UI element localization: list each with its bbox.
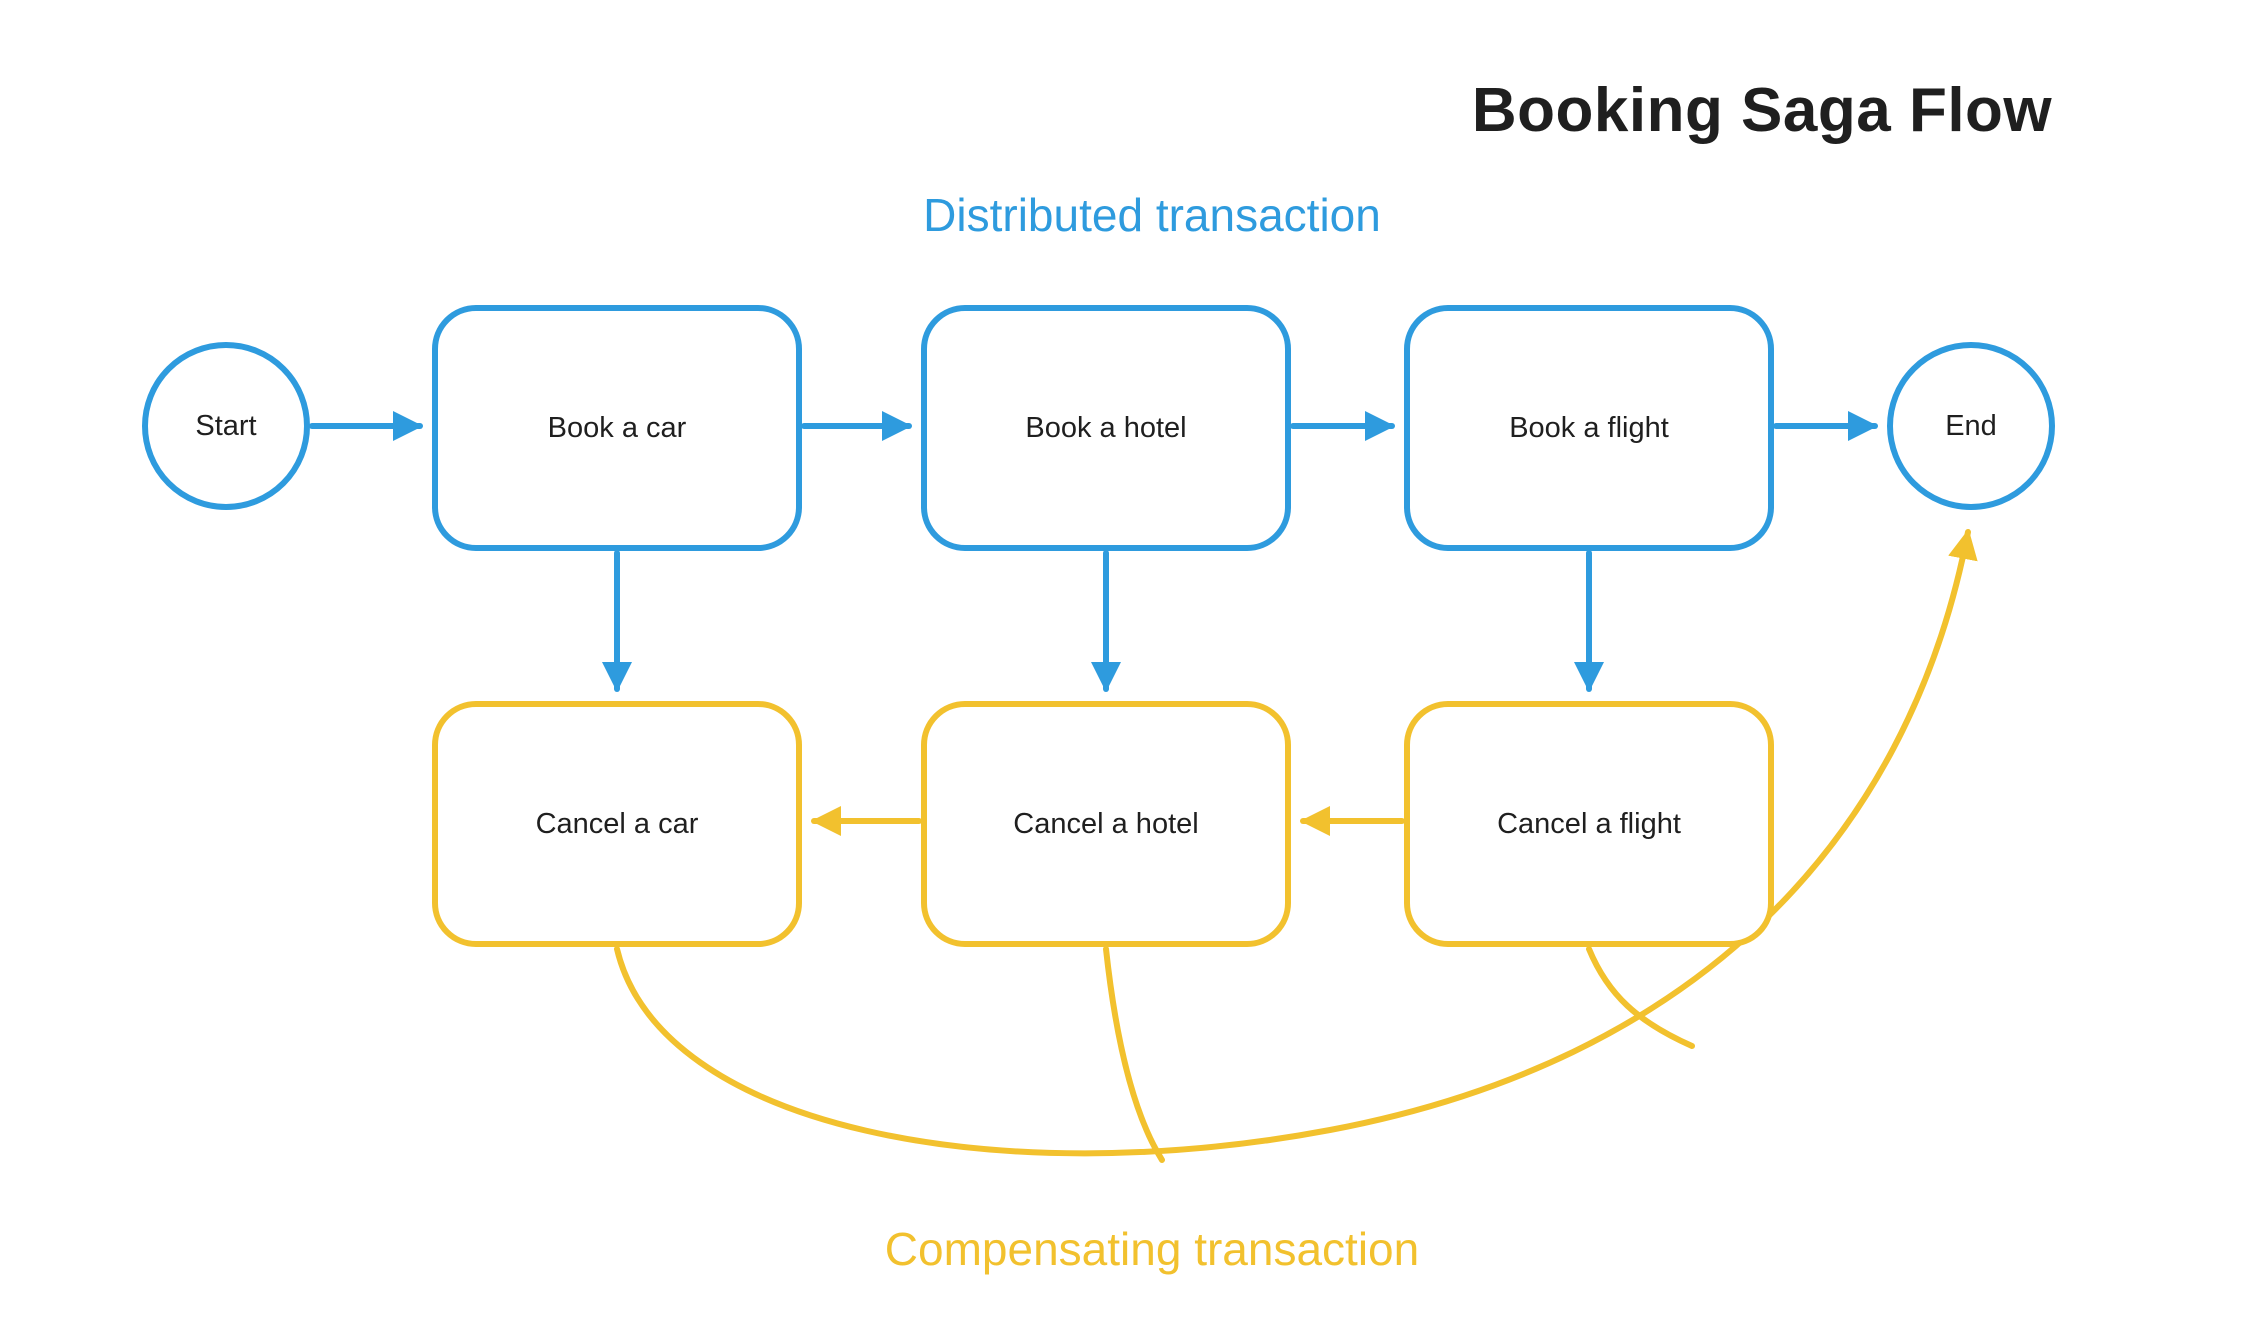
start-node-label: Start bbox=[195, 409, 257, 442]
book-hotel-label: Book a hotel bbox=[1025, 411, 1187, 444]
end-node-label: End bbox=[1945, 409, 1997, 442]
cancel-hotel-label: Cancel a hotel bbox=[1013, 807, 1199, 840]
distributed-transaction-label: Distributed transaction bbox=[923, 189, 1381, 241]
cancel-flight-node: Cancel a flight bbox=[1404, 701, 1774, 947]
cancel-hotel-node: Cancel a hotel bbox=[921, 701, 1291, 947]
book-flight-node: Book a flight bbox=[1404, 305, 1774, 551]
end-node: End bbox=[1887, 342, 2055, 510]
cancel-flight-label: Cancel a flight bbox=[1497, 807, 1681, 840]
cancel-car-node: Cancel a car bbox=[432, 701, 802, 947]
edge-cancel-hotel-to-end-branch bbox=[1103, 946, 1165, 1163]
edge-cancel-car-to-end bbox=[614, 529, 1978, 1157]
edge-cancel-flight-to-end-branch bbox=[1586, 946, 1695, 1049]
cancel-car-label: Cancel a car bbox=[535, 807, 699, 840]
book-car-label: Book a car bbox=[547, 411, 687, 444]
book-hotel-node: Book a hotel bbox=[921, 305, 1291, 551]
diagram-title: Booking Saga Flow bbox=[1471, 76, 2053, 145]
book-car-node: Book a car bbox=[432, 305, 802, 551]
start-node: Start bbox=[142, 342, 310, 510]
book-flight-label: Book a flight bbox=[1509, 411, 1669, 444]
compensating-transaction-label: Compensating transaction bbox=[884, 1223, 1420, 1275]
